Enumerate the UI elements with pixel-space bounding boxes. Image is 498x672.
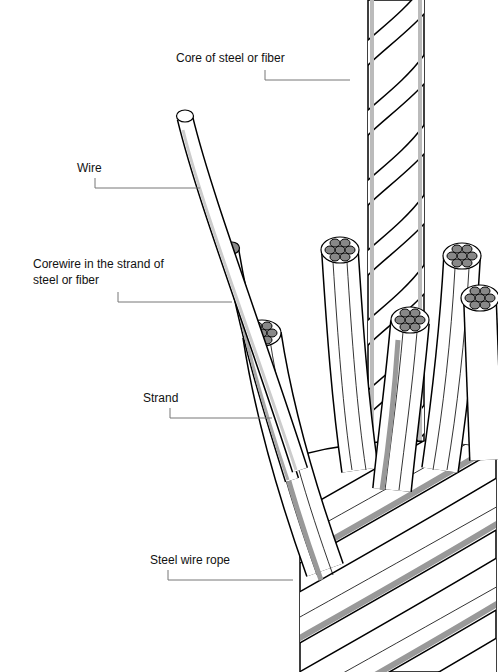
part-label: Steel wire rope [150, 552, 280, 568]
part-label: Strand [143, 390, 233, 406]
single-wire [177, 110, 301, 470]
upper-strands [321, 237, 498, 490]
leader-lines [95, 70, 350, 580]
part-label: Wire [77, 160, 157, 176]
part-label: Core of steel or fiber [176, 50, 346, 66]
part-label: Corewire in the strand of steel or fiber [33, 256, 167, 288]
